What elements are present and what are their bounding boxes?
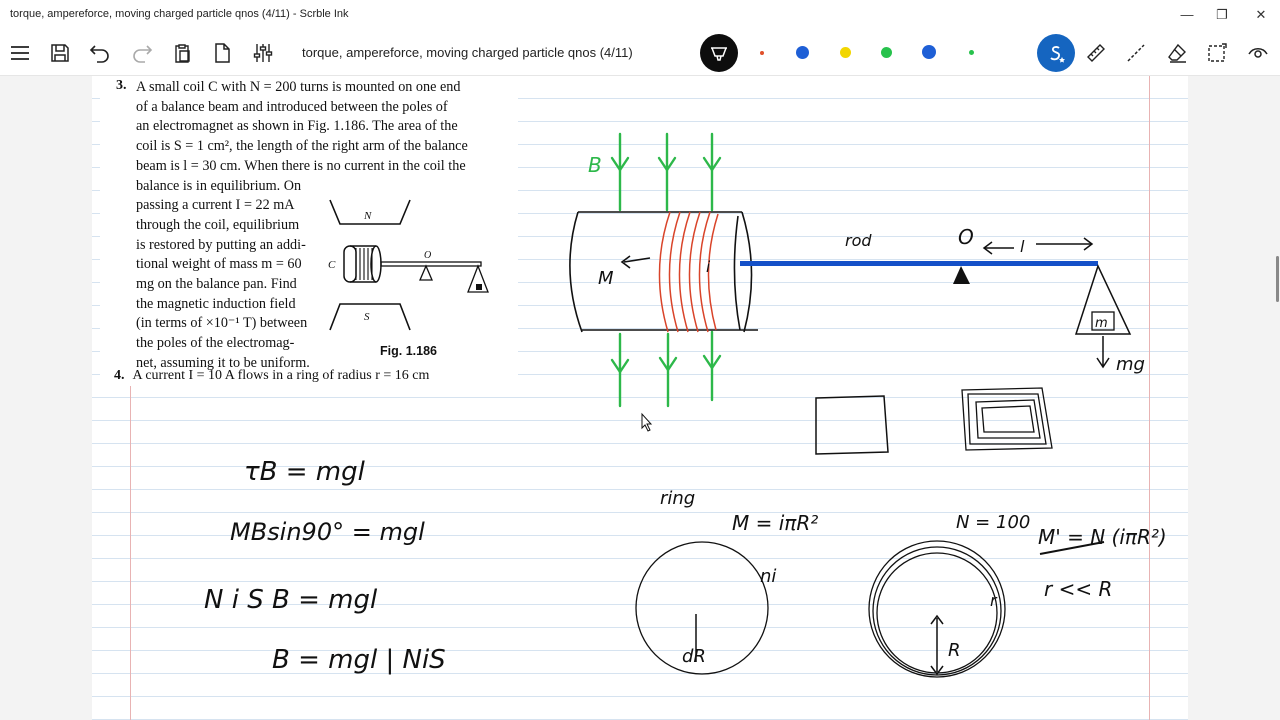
close-button[interactable]: ✕ <box>1255 7 1267 22</box>
question-line: beam is l = 30 cm. When there is no curr… <box>136 157 466 174</box>
handwriting-layer: B M i rod O l m <box>204 132 1167 678</box>
pen-color-blue-2[interactable] <box>922 45 936 59</box>
weight-arrow <box>1096 336 1110 369</box>
save-icon[interactable] <box>43 36 77 70</box>
question-line: passing a current I = 22 mA <box>136 197 295 214</box>
pivot-label-o: O <box>958 225 974 249</box>
coil-windings <box>658 211 719 333</box>
new-page-icon[interactable] <box>205 36 239 70</box>
question-line: A small coil C with N = 200 turns is mou… <box>136 79 461 95</box>
ring-ni-label: ni <box>760 566 776 587</box>
lasso-select-icon[interactable] <box>1200 36 1234 70</box>
question-line: mg on the balance pan. Find <box>136 276 297 293</box>
page-margin-line-right <box>1149 76 1150 720</box>
figure-label-o: O <box>424 250 431 261</box>
settings-icon[interactable] <box>246 36 280 70</box>
equation-b-result: B = mgl | NiS <box>272 645 446 675</box>
ring-label: ring <box>660 488 695 509</box>
weight-label: mg <box>1116 354 1145 375</box>
question-line: of a balance beam and introduced between… <box>136 98 448 115</box>
big-radius-label: R <box>948 640 961 661</box>
question-line: net, assuming it to be uniform. <box>136 354 310 371</box>
pen-color-blue[interactable] <box>796 46 809 59</box>
question-excerpt: 3. A small coil C with N = 200 turns is … <box>100 76 518 386</box>
coil-moment: M' = N (iπR²) <box>1038 525 1167 549</box>
minimize-button[interactable]: — <box>1180 7 1194 22</box>
pan-mass-label: m <box>1095 316 1108 331</box>
ring-sketch <box>635 541 769 675</box>
field-label-b: B <box>588 153 602 177</box>
window-title: torque, ampereforce, moving charged part… <box>10 8 349 20</box>
pen-color-green-2[interactable] <box>969 50 974 55</box>
smart-ink-icon[interactable] <box>1037 34 1075 72</box>
coil-cylinder <box>569 211 758 333</box>
document-name[interactable]: torque, ampereforce, moving charged part… <box>302 45 633 60</box>
next-question-number: 4. <box>114 368 125 383</box>
mouse-cursor <box>641 412 653 432</box>
question-line: coil is S = 1 cm², the length of the rig… <box>136 138 468 155</box>
moment-label: M <box>598 268 614 289</box>
page-margin-line <box>130 376 131 720</box>
single-loop-sketch <box>815 395 889 455</box>
toolbar: torque, ampereforce, moving charged part… <box>0 30 1280 76</box>
ring-moment: M = iπR² <box>732 511 818 535</box>
pen-color-yellow[interactable] <box>840 47 851 58</box>
question-line: the poles of the electromag- <box>136 335 295 352</box>
multi-turn-loop-sketch <box>961 387 1053 451</box>
ruler-icon[interactable] <box>1079 36 1113 70</box>
figure-caption: Fig. 1.186 <box>380 344 437 358</box>
balance-pan <box>1074 263 1132 335</box>
pen-color-red[interactable] <box>760 51 764 55</box>
redo-icon[interactable] <box>125 36 159 70</box>
next-question: 4. A current I = 10 A flows in a ring of … <box>114 368 429 384</box>
question-line: through the coil, equilibrium <box>136 216 300 233</box>
question-line: balance is in equilibrium. On <box>136 177 302 194</box>
figure-balance-diagram: N C O S <box>328 199 489 331</box>
underline-stroke <box>1039 541 1105 555</box>
figure-label-s: S <box>364 311 370 323</box>
question-line: (in terms of ×10⁻¹ T) between <box>136 315 308 332</box>
question-line: is restored by putting an addi- <box>136 236 306 253</box>
pen-color-green[interactable] <box>881 47 892 58</box>
question-number: 3. <box>116 78 127 93</box>
restore-button[interactable]: ❐ <box>1216 7 1228 22</box>
equation-nisb: N i S B = mgl <box>204 585 378 615</box>
vertical-scrollbar[interactable] <box>1276 256 1279 302</box>
figure-label-c: C <box>328 259 336 271</box>
small-radius-label: r <box>990 591 998 610</box>
balance-rod <box>740 261 1098 266</box>
question-line: tional weight of mass m = 60 <box>136 256 302 273</box>
magnetic-field-arrows <box>610 132 722 408</box>
length-arrow <box>982 237 1094 255</box>
equation-torque: τB = mgl <box>244 457 366 487</box>
ring-radius-arrow <box>930 614 944 676</box>
ink-canvas[interactable]: 3. A small coil C with N = 200 turns is … <box>0 76 1280 720</box>
highlighter-icon[interactable] <box>700 34 738 72</box>
undo-icon[interactable] <box>83 36 117 70</box>
turns-label: N = 100 <box>956 512 1030 533</box>
fulcrum <box>953 266 970 284</box>
radius-condition: r << R <box>1044 577 1112 601</box>
paste-icon[interactable] <box>165 36 199 70</box>
question-line: the magnetic induction field <box>136 295 296 312</box>
view-icon[interactable] <box>1241 36 1275 70</box>
question-text: A small coil C with N = 200 turns is mou… <box>136 78 496 374</box>
menu-icon[interactable] <box>3 36 37 70</box>
ring-radius-label: dR <box>682 646 706 667</box>
rod-label: rod <box>845 231 872 250</box>
title-bar: torque, ampereforce, moving charged part… <box>0 0 1280 30</box>
figure-label-n: N <box>363 210 372 222</box>
pen-line-icon[interactable] <box>1119 36 1153 70</box>
next-question-text: A current I = 10 A flows in a ring of ra… <box>132 368 430 383</box>
question-line: an electromagnet as shown in Fig. 1.186.… <box>136 118 458 135</box>
length-label: l <box>1020 237 1025 256</box>
equation-moment: MBsin90° = mgl <box>230 518 425 546</box>
current-label: i <box>706 258 711 276</box>
eraser-icon[interactable] <box>1160 36 1194 70</box>
